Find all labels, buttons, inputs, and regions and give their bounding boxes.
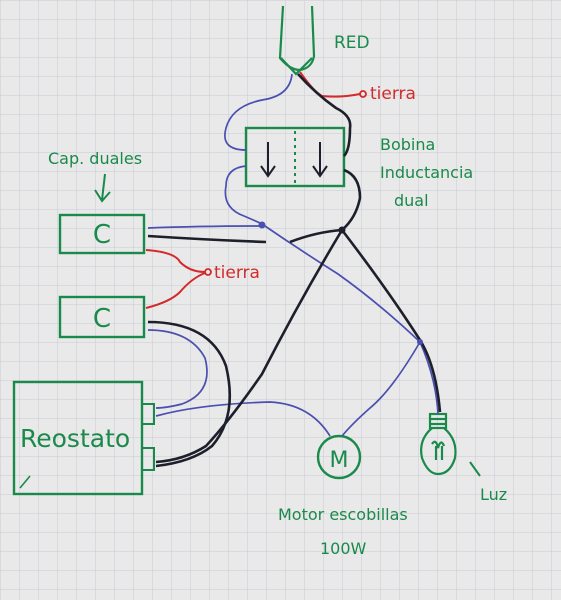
ground-terminal-mid [204,268,212,276]
motor [316,434,362,480]
motor-symbol: M [330,448,349,473]
label-bobina-3: dual [394,191,429,210]
junction-black-top [338,226,346,234]
label-tierra-mid: tierra [214,263,260,283]
label-tierra-top: tierra [370,84,416,104]
label-motor-2: 100W [320,539,367,558]
rheostat-label: Reostato [20,424,130,453]
blue-wires [147,73,439,437]
label-bobina-2: Inductancia [380,163,473,182]
dual-inductor-coil [244,126,346,188]
capacitor-bottom-label: C [93,304,111,334]
label-luz: Luz [480,485,507,504]
label-red: RED [334,33,370,53]
black-wires [147,73,442,468]
junction-blue-top [258,221,266,229]
rheostat [12,380,155,496]
label-bobina-1: Bobina [380,135,435,154]
mains-cord [278,5,316,76]
label-cap-duales: Cap. duales [48,149,142,168]
capacitor-top [58,213,146,255]
ground-terminal-top [359,90,367,98]
ground-wire-cap-top [145,249,206,273]
label-motor-1: Motor escobillas [278,505,408,524]
capacitor-bottom [58,295,146,339]
cap-arrow [94,173,111,203]
capacitor-top-label: C [93,220,111,250]
luz-pointer [469,461,481,477]
junction-blue-right [417,339,423,345]
light-bulb-icon [420,412,457,476]
ground-wire-cap-bottom [145,272,206,309]
